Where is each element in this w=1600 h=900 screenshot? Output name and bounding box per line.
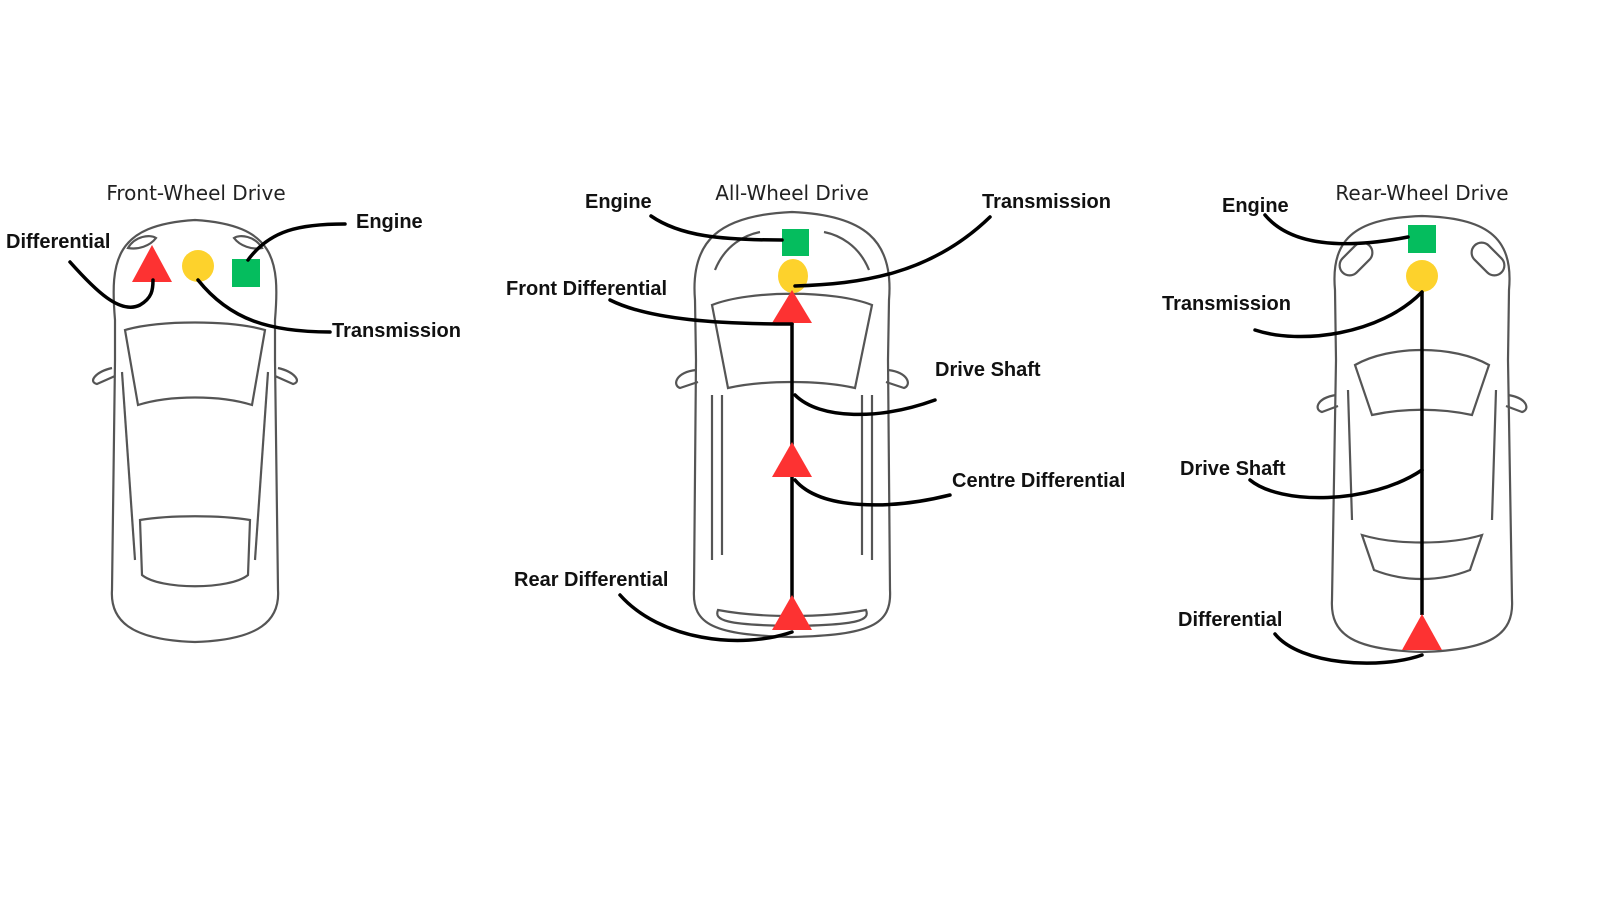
fwd-engine-icon — [232, 259, 260, 287]
rwd-differential-icon — [1402, 614, 1442, 650]
rwd-label-engine: Engine — [1222, 195, 1289, 217]
awd-label-engine: Engine — [585, 191, 652, 213]
awd-car-outline — [675, 210, 909, 639]
rwd-title: Rear-Wheel Drive — [1335, 181, 1508, 205]
awd-label-transmission: Transmission — [982, 191, 1111, 213]
awd-label-centre-differential: Centre Differential — [952, 470, 1125, 492]
fwd-panel: Front-Wheel Drive Differential Engine Tr… — [6, 181, 461, 644]
awd-front-differential-icon — [772, 290, 812, 323]
fwd-label-differential: Differential — [6, 231, 110, 253]
rwd-car-outline — [1316, 214, 1528, 654]
fwd-differential-icon — [132, 245, 172, 282]
rwd-transmission-icon — [1406, 260, 1438, 292]
rwd-label-differential: Differential — [1178, 609, 1282, 631]
rwd-panel: Rear-Wheel Drive Engine Transmission Dri… — [1162, 181, 1528, 665]
awd-label-rear-differential: Rear Differential — [514, 569, 669, 591]
fwd-title: Front-Wheel Drive — [106, 181, 285, 205]
awd-centre-differential-icon — [772, 442, 812, 477]
awd-engine-icon — [782, 229, 809, 256]
rwd-engine-icon — [1408, 225, 1436, 253]
awd-label-front-differential: Front Differential — [506, 278, 667, 300]
awd-transmission-icon — [778, 259, 808, 293]
fwd-label-transmission: Transmission — [332, 320, 461, 342]
fwd-transmission-icon — [182, 250, 214, 282]
awd-title: All-Wheel Drive — [715, 181, 869, 205]
awd-panel: All-Wheel Drive Engine Transmission Fron… — [506, 181, 1125, 643]
rwd-label-drive-shaft: Drive Shaft — [1180, 458, 1286, 480]
awd-rear-differential-icon — [772, 595, 812, 630]
rwd-label-transmission: Transmission — [1162, 293, 1291, 315]
awd-label-drive-shaft: Drive Shaft — [935, 359, 1041, 381]
fwd-label-engine: Engine — [356, 211, 423, 233]
fwd-car-outline — [92, 218, 298, 644]
